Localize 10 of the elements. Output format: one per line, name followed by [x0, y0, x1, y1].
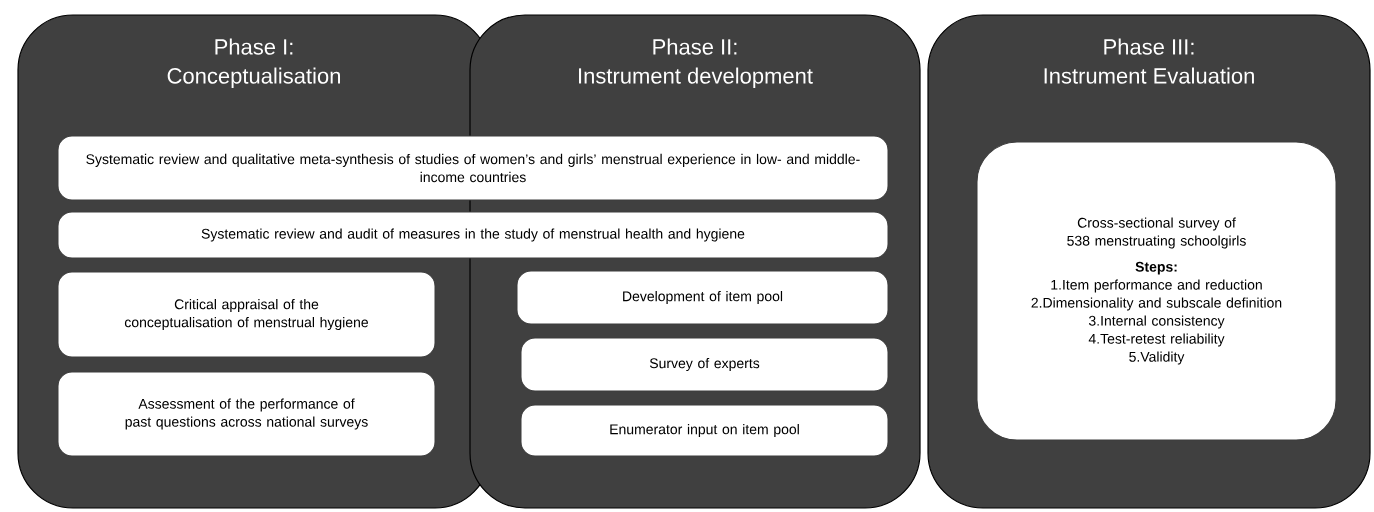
text-box: Survey of experts	[520, 337, 889, 392]
text-box: Development of item pool	[516, 270, 889, 325]
text-box: Critical appraisal of the conceptualisation of menstrual hygiene	[57, 271, 436, 358]
text-box: Systematic review and qualitative meta-synthesis of studies of women’s and girls’ menstrual experience in low- and middle- income countries	[57, 135, 889, 201]
text-box: Systematic review and audit of measures in the study of menstrual health and hygiene	[57, 211, 889, 259]
text-box: Assessment of the performance of past questions across national surveys	[57, 371, 436, 457]
node-label: Conceptualisation	[167, 67, 340, 89]
text-box: Enumerator input on item pool	[520, 404, 889, 457]
text-box: Cross-sectional survey of 538 menstruating schoolgirls Steps: 1.Item performance and reduction 2.Dimensionality and subscale definition 3.Internal consistency 4.Test-retest reliability 5.Validity	[976, 141, 1337, 441]
node-label: Phase I:	[215, 38, 293, 55]
